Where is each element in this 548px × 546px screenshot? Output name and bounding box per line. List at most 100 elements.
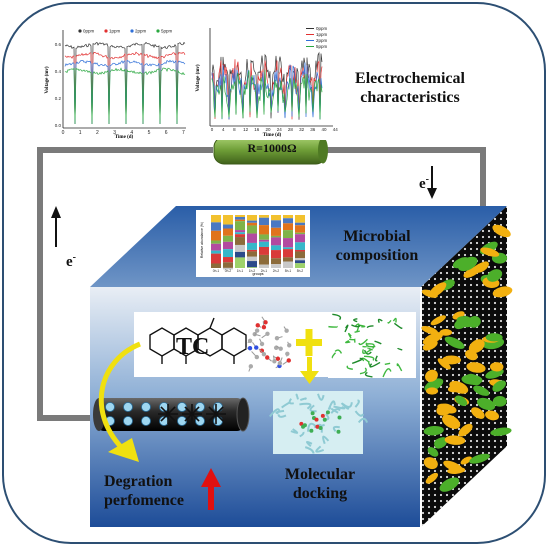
right-legend-entry: 0ppm [316, 26, 328, 31]
degradation-label: Degration perfomence [104, 473, 184, 509]
docking-ribbon [305, 441, 313, 448]
biofilm-cluster [439, 477, 460, 492]
bar-segment [211, 263, 221, 268]
bar-segment [295, 232, 305, 235]
protein-ribbon [392, 317, 397, 323]
biofilm-cluster [467, 316, 481, 328]
bar-segment [235, 219, 245, 222]
bar-xtick: 0h-2 [225, 269, 232, 273]
biofilm-cluster [455, 395, 468, 406]
molecule-atom [287, 343, 292, 348]
electron-charge-right: - [425, 174, 430, 185]
bar-segment [235, 215, 245, 217]
bar-segment [247, 261, 257, 268]
docking-ribbon [295, 393, 299, 400]
biofilm-cluster [430, 315, 446, 326]
protein-ribbon [364, 371, 373, 378]
protein-structure [328, 312, 416, 378]
biofilm-cluster [486, 269, 503, 282]
electron-symbol-left: e [66, 254, 73, 270]
docking-ribbon [327, 400, 336, 411]
microbial-label: Microbial composition [335, 228, 419, 264]
electrode-granule [213, 416, 223, 426]
molecule-atom [263, 320, 268, 325]
electron-charge-left: - [72, 252, 77, 263]
resistor-label: R=1000Ω [247, 141, 297, 155]
right-xtick: 28 [288, 127, 294, 132]
left-legend-marker [104, 29, 108, 33]
protein-ribbon [369, 361, 381, 368]
right-xtick: 12 [243, 127, 249, 132]
protein-ribbon [375, 355, 378, 362]
left-legend-marker [78, 29, 82, 33]
bar-segment [211, 240, 221, 244]
bar-segment [223, 228, 233, 236]
bar-segment [259, 225, 269, 235]
molecule-atom [247, 338, 253, 344]
bar-segment [259, 234, 269, 240]
bar-segment [223, 224, 233, 229]
bar-segment [247, 251, 257, 257]
docking-ribbon [332, 425, 340, 432]
left-legend-entry: 0ppm [83, 29, 95, 34]
bar-xtick: 2h-1 [261, 269, 268, 273]
molecule-atom [254, 354, 260, 360]
right-series-2 [211, 62, 323, 120]
bar-segment [295, 251, 305, 259]
left-xtick: 0 [62, 130, 65, 136]
right-xtick: 32 [299, 127, 305, 132]
bar-chart-ylabel: Relative abundance (%) [200, 222, 204, 258]
protein-ribbon [358, 338, 368, 346]
biofilm-cluster [469, 453, 490, 464]
bar-segment [247, 215, 257, 221]
right-legend-entry: 2ppm [316, 38, 328, 43]
right-legend-entry: 1ppm [316, 32, 328, 37]
protein-ribbon [351, 324, 361, 328]
docking-ribbon [299, 402, 312, 410]
plus-sign [296, 329, 322, 356]
performance-up-arrow [201, 468, 221, 510]
bar-segment [295, 260, 305, 264]
molecule-atom [275, 356, 281, 361]
docking-ligand-atom [336, 429, 341, 434]
bar-segment [283, 249, 293, 258]
docking-ligand-atom [315, 424, 320, 429]
right-xtick: 36 [310, 127, 316, 132]
electron-arrow-left [51, 206, 61, 247]
bar-chart-xlabel: groups [253, 272, 264, 276]
protein-ribbon [387, 319, 392, 324]
right-xtick: 16 [254, 127, 260, 132]
protein-ribbon [346, 365, 353, 370]
left-legend-entry: 5ppm [161, 29, 173, 34]
protein-ribbon [366, 325, 374, 329]
left-ytick: 0.0 [55, 123, 62, 128]
left-xtick: 6 [165, 130, 168, 136]
bar-segment [247, 242, 257, 250]
electron-label-left: e- [66, 248, 76, 272]
docking-ligand-atom [309, 428, 314, 433]
left-series-2 [64, 59, 186, 125]
bar-segment [259, 246, 269, 255]
bar-segment [295, 234, 305, 243]
external-circuit-wire [37, 147, 486, 421]
protein-ribbon [345, 340, 351, 344]
bar-segment [223, 262, 233, 268]
docking-image [269, 391, 368, 454]
bar-segment [271, 220, 281, 228]
bar-segment [295, 225, 305, 233]
bar-segment [235, 232, 245, 235]
docking-ribbon [299, 431, 305, 438]
docking-ribbon [330, 408, 341, 414]
molecule-atom [259, 341, 265, 347]
bar-segment [211, 243, 221, 251]
bar-segment [283, 223, 293, 231]
protein-ribbon [367, 347, 373, 351]
docking-ribbon [275, 409, 285, 415]
biofilm-cluster [427, 447, 439, 457]
docking-ribbon [269, 408, 281, 418]
right-xtick: 4 [222, 127, 225, 132]
bar-segment [247, 267, 257, 268]
